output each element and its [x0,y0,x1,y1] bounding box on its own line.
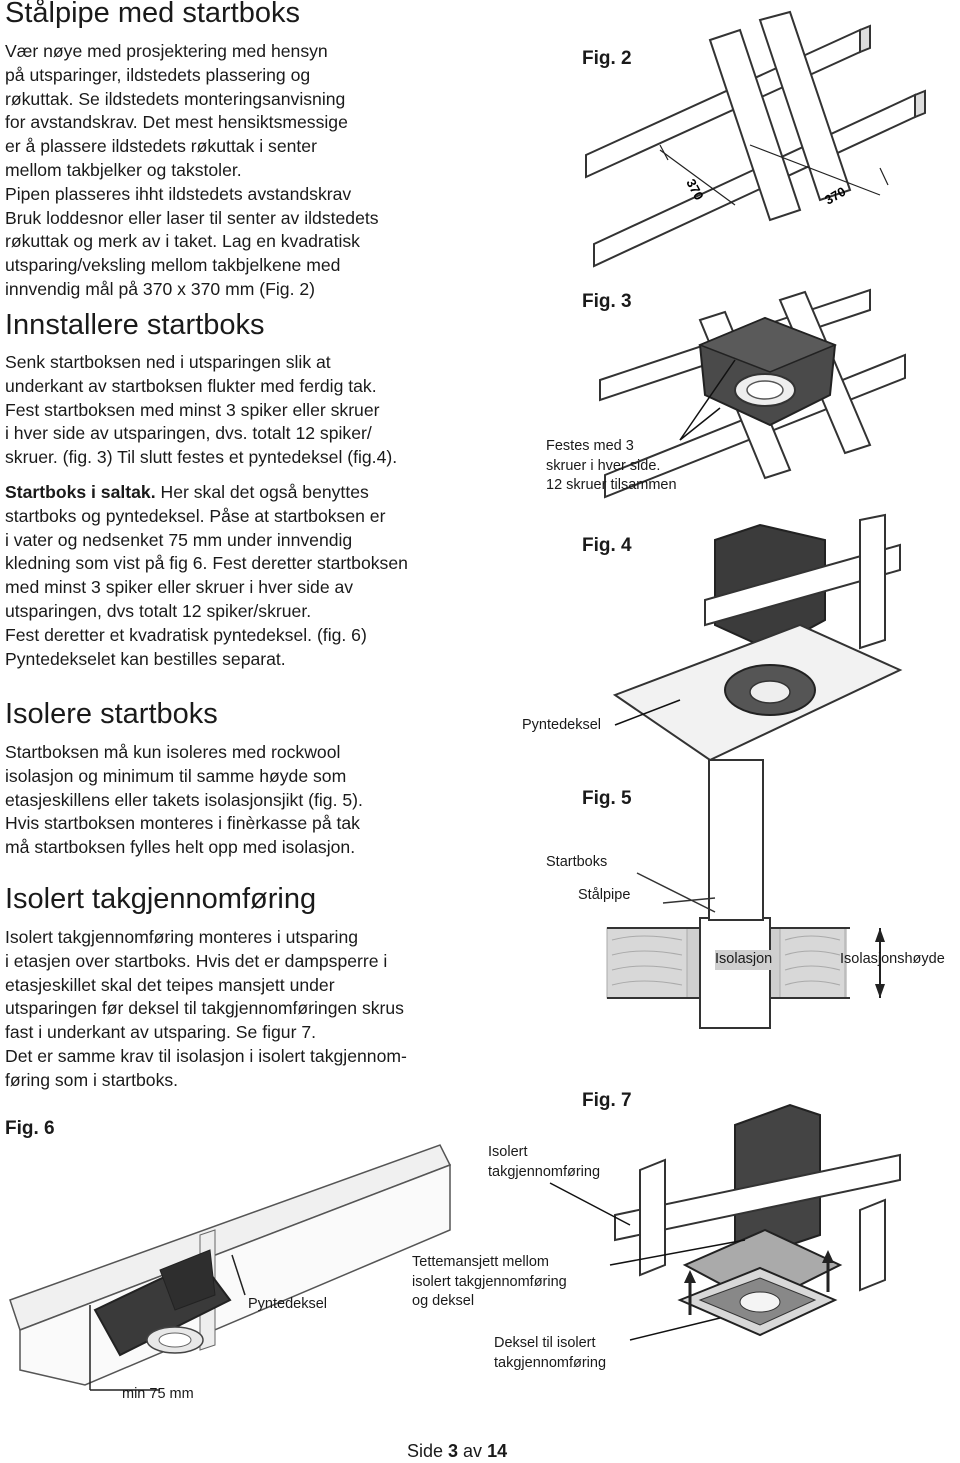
fig4-label: Fig. 4 [582,535,632,556]
fig7-tettemansjett-label: Tettemansjett mellom isolert takgjennomf… [412,1254,567,1309]
footer-prefix: Side [407,1441,449,1461]
fig2-label: Fig. 2 [582,48,632,69]
fig5-startbox [699,917,771,1029]
fig5-startboks-label: Startboks [546,854,608,870]
footer-total-pages: 14 [487,1441,508,1461]
fig7-isolert-label: Isolert takgjennomføring [488,1144,601,1180]
fig7-label: Fig. 7 [582,1090,632,1111]
footer-page-number: 3 [448,1441,459,1461]
page-title: Stålpipe med startboks [5,0,300,29]
fig3-label: Fig. 3 [582,291,632,312]
section-title-isolere: Isolere startboks [5,698,218,730]
section-innstallere-text: Senk startboksen ned i utsparingen slik … [5,352,398,468]
fig3-startbox-drawing [599,288,906,499]
saltak-heading: Startboks i saltak. [5,482,156,502]
fig6-label: Fig. 6 [5,1118,55,1139]
saltak-body: Her skal det også benyttes startboks og … [5,482,408,669]
fig2-crosspiece-left [708,28,802,222]
section-isolert-text: Isolert takgjennomføring monteres i utsp… [5,927,407,1090]
fig6-pyntedeksel-label: Pyntedeksel [248,1296,327,1312]
footer-middle: av [458,1441,488,1461]
fig5-isolasjonshoyde-label: Isolasjonshøyde [840,951,945,967]
section-stalpipe-text: Vær nøye med prosjektering med hensyn på… [5,41,379,299]
fig4-cover-drawing [612,513,903,762]
fig6-min75-label: min 75 mm [122,1386,194,1402]
section-isolere-text: Startboksen må kun isoleres med rockwool… [5,742,363,858]
section-saltak-text: Startboks i saltak. Her skal det også be… [5,481,485,671]
section-title-innstallere: Innstallere startboks [5,309,265,341]
section-title-isolert: Isolert takgjennomføring [5,883,317,915]
fig3-note: Festes med 3 skruer i hver side. 12 skru… [546,438,677,493]
page-footer: Side 3 av 14 [407,1441,507,1462]
fig5-label: Fig. 5 [582,788,632,809]
fig5-steel-pipe [708,759,764,921]
fig2-beam-drawing: 370 370 [585,10,926,268]
fig5-stalpipe-label: Stålpipe [578,887,631,903]
fig5-isolasjon-label: Isolasjon [715,950,773,970]
fig4-pyntedeksel-label: Pyntedeksel [522,717,601,733]
fig7-deksel-label: Deksel til isolert takgjennomføring [494,1335,607,1371]
fig2-crosspiece-right [758,10,852,202]
